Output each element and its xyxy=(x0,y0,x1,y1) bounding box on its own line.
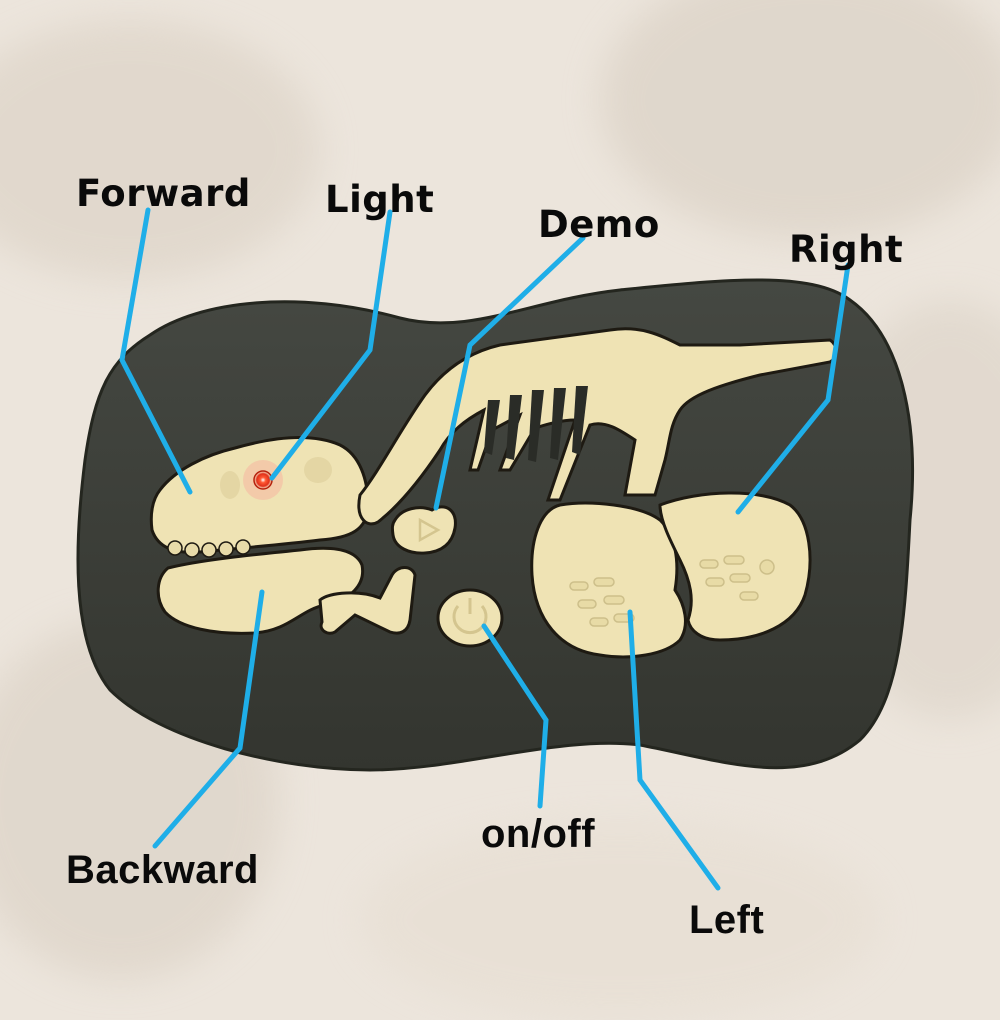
skull-teeth xyxy=(167,539,251,558)
callout-left xyxy=(627,609,721,891)
label-onoff: on/off xyxy=(481,812,596,856)
callout-backward xyxy=(152,589,265,849)
callout-forward xyxy=(119,207,193,495)
rib-gaps xyxy=(484,386,588,462)
dino-skeleton-body xyxy=(357,327,838,526)
label-backward: Backward xyxy=(66,848,259,892)
callout-right xyxy=(735,262,851,515)
callout-lines xyxy=(119,207,851,891)
label-light: Light xyxy=(325,178,435,221)
label-right: Right xyxy=(789,228,904,271)
eye-socket xyxy=(220,471,240,499)
toe-bones xyxy=(569,555,775,627)
callout-demo xyxy=(433,235,586,511)
remote-body xyxy=(76,278,914,772)
label-demo: Demo xyxy=(538,203,660,246)
callout-light xyxy=(269,209,393,481)
power-icon xyxy=(452,598,488,635)
demo-button[interactable] xyxy=(390,505,457,555)
right-button[interactable] xyxy=(658,491,812,642)
light-led-button[interactable] xyxy=(253,470,273,490)
label-left: Left xyxy=(689,898,765,942)
play-icon xyxy=(418,517,441,543)
leg-bone xyxy=(318,566,417,635)
label-forward: Forward xyxy=(76,172,251,215)
callout-onoff xyxy=(481,623,549,809)
eye-socket xyxy=(304,457,332,483)
